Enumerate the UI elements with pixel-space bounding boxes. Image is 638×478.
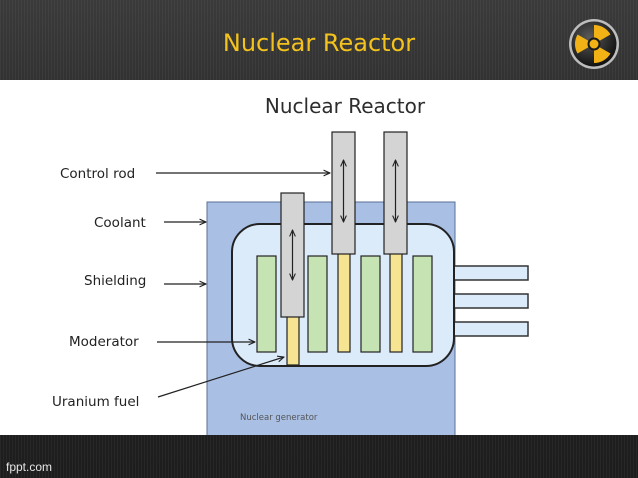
slide-title: Nuclear Reactor xyxy=(222,29,416,57)
label-uranium-fuel: Uranium fuel xyxy=(52,394,139,410)
diagram-panel: Nuclear Reactor xyxy=(0,80,638,439)
diagram-caption: Nuclear generator xyxy=(240,413,318,423)
reactor-diagram: Nuclear Reactor xyxy=(52,94,529,439)
coolant-pipes xyxy=(453,265,529,337)
label-control-rod: Control rod xyxy=(60,166,135,182)
label-moderator: Moderator xyxy=(69,334,139,350)
fuel-rods xyxy=(286,252,403,366)
control-rod-arrows xyxy=(293,160,396,280)
pointer-uranium-fuel xyxy=(157,357,284,398)
moderator-blocks xyxy=(256,255,433,353)
radiation-icon xyxy=(569,19,619,69)
label-shielding: Shielding xyxy=(84,273,146,289)
diagram-title: Nuclear Reactor xyxy=(265,94,426,118)
label-coolant: Coolant xyxy=(94,215,146,231)
footer-brand: fppt.com xyxy=(6,460,53,474)
